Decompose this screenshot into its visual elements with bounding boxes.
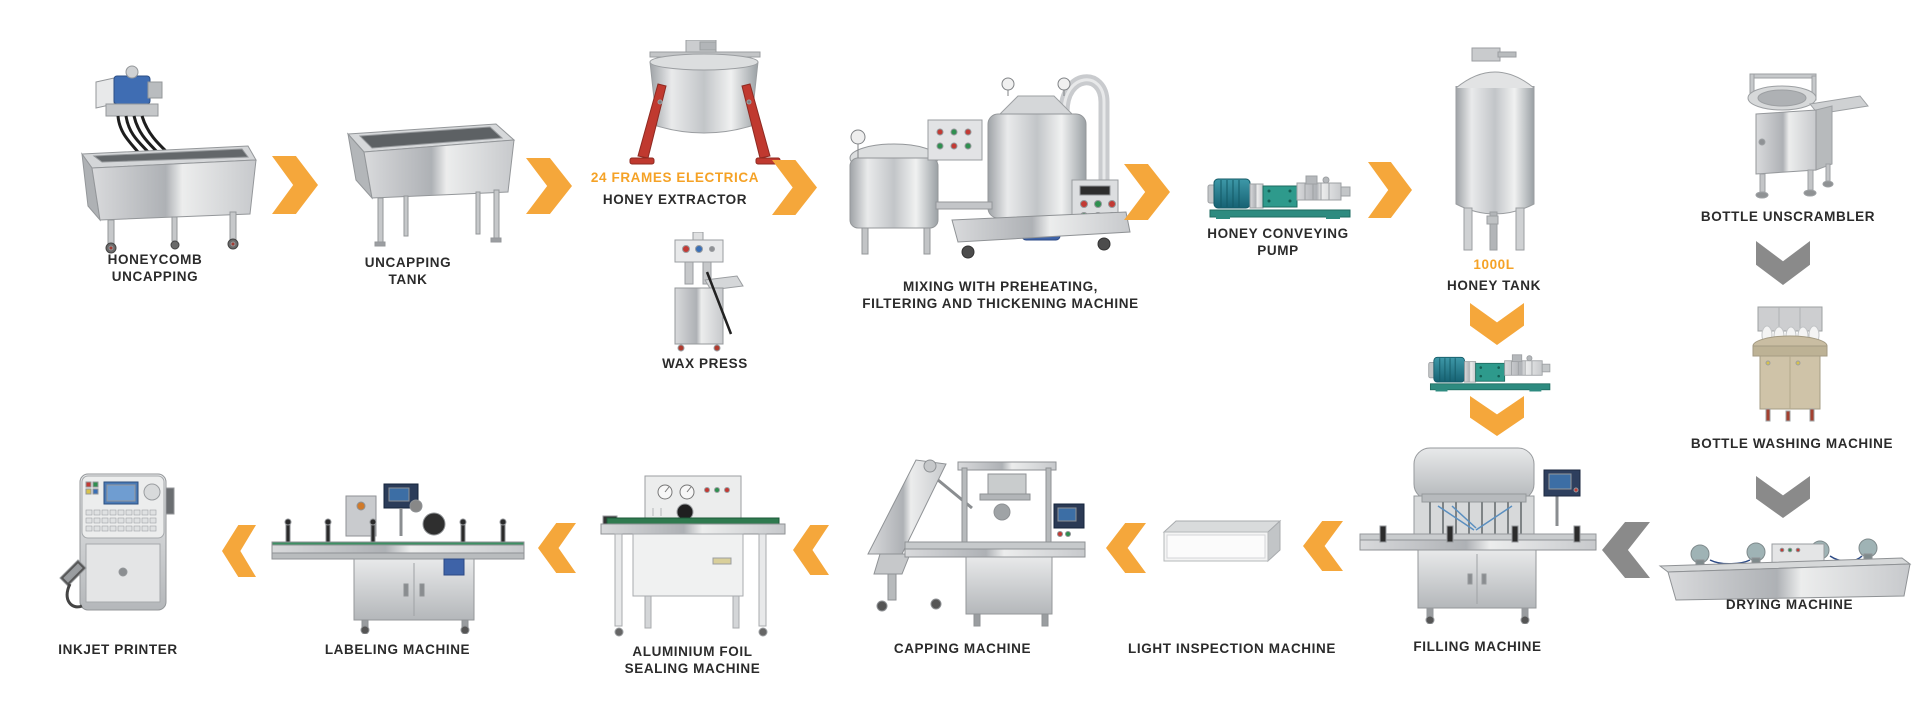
label-line: UNCAPPING: [111, 269, 199, 284]
drying-machine-label: DRYING MACHINE: [1672, 596, 1907, 613]
inkjet-printer-illustration: [59, 473, 175, 611]
label-line: BOTTLE WASHING MACHINE: [1690, 436, 1894, 451]
uncapping-tank-illustration: [346, 123, 516, 247]
label-line-highlight: 24 FRAMES ELECTRICA: [590, 170, 760, 185]
light-inspection-machine-label: LIGHT INSPECTION MACHINE: [1112, 640, 1352, 657]
flow-arrow-down-2: [1470, 396, 1524, 436]
label-line: LABELING MACHINE: [324, 642, 471, 657]
aluminium-foil-sealing-machine-illustration: [600, 475, 786, 637]
labeling-machine-illustration: [271, 483, 525, 634]
label-line: HONEY CONVEYING: [1207, 226, 1349, 241]
drying-machine-illustration: [1658, 538, 1912, 601]
honey-extractor-illustration: [629, 40, 781, 165]
honey-tank-label: HONEY TANK: [1414, 277, 1574, 294]
label-line: PUMP: [1257, 243, 1299, 258]
label-line: HONEY EXTRACTOR: [602, 192, 748, 207]
flow-arrow-left-5: [222, 525, 256, 577]
capping-machine-label: CAPPING MACHINE: [845, 640, 1080, 657]
flow-arrow-left-gray-1: [1602, 522, 1650, 578]
flow-arrow-down-gray-1: [1756, 241, 1810, 285]
mixing-machine-illustration: [849, 74, 1131, 259]
label-line: WAX PRESS: [662, 356, 748, 371]
label-line: CAPPING MACHINE: [893, 641, 1032, 656]
flow-arrow-left-1: [1303, 521, 1343, 571]
uncapping-tank-machine: [338, 98, 528, 250]
flow-arrow-right-5: [1368, 162, 1412, 218]
label-line: HONEYCOMB: [107, 252, 203, 267]
honey-extractor-highlight-label: 24 FRAMES ELECTRICA: [575, 169, 775, 186]
label-line: FILTERING AND THICKENING MACHINE: [862, 296, 1139, 311]
bottle-washing-machine-illustration: [1752, 306, 1828, 422]
label-line: LIGHT INSPECTION MACHINE: [1128, 641, 1336, 656]
filling-machine-illustration: [1359, 447, 1597, 624]
transfer-pump-illustration: [1428, 354, 1551, 392]
mixing-machine-label: MIXING WITH PREHEATING, FILTERING AND TH…: [828, 278, 1173, 312]
filling-machine-label: FILLING MACHINE: [1360, 638, 1595, 655]
labeling-machine-label: LABELING MACHINE: [280, 641, 515, 658]
flow-arrow-left-3: [793, 525, 829, 575]
inkjet-printer-label: INKJET PRINTER: [28, 641, 208, 658]
honey-conveying-pump-label: HONEY CONVEYING PUMP: [1188, 225, 1368, 259]
wax-press-machine: [645, 232, 757, 358]
honey-conveying-pump-illustration: [1207, 175, 1351, 220]
label-line: ALUMINIUM FOIL: [632, 644, 753, 659]
bottle-washing-machine-label: BOTTLE WASHING MACHINE: [1662, 435, 1920, 452]
flow-arrow-down-gray-2: [1756, 476, 1810, 518]
filling-machine: [1352, 446, 1604, 624]
label-line: UNCAPPING: [364, 255, 452, 270]
honey-extractor-label: HONEY EXTRACTOR: [575, 191, 775, 208]
honeycomb-uncapping-machine: [52, 62, 270, 254]
label-line: SEALING MACHINE: [624, 661, 761, 676]
honey-tank-illustration: [1455, 47, 1535, 251]
flow-arrow-right-1: [272, 156, 318, 214]
inkjet-printer-machine: [52, 460, 190, 632]
label-line: INKJET PRINTER: [58, 642, 178, 657]
light-inspection-machine: [1150, 516, 1295, 576]
mixing-machine: [832, 62, 1134, 264]
bottle-unscrambler-illustration: [1747, 73, 1869, 199]
flow-arrow-down-1: [1470, 303, 1524, 345]
aluminium-foil-sealing-machine: [593, 460, 795, 642]
light-inspection-machine-illustration: [1162, 519, 1282, 563]
transfer-pump-machine: [1427, 349, 1555, 393]
label-line-highlight: 1000L: [1473, 257, 1515, 272]
label-line: TANK: [388, 272, 428, 287]
uncapping-tank-label: UNCAPPING TANK: [318, 254, 498, 288]
bottle-washing-machine: [1742, 303, 1842, 429]
honeycomb-uncapping-label: HONEYCOMB UNCAPPING: [55, 251, 255, 285]
honey-tank-machine: [1442, 46, 1548, 258]
bottle-unscrambler-machine: [1732, 66, 1870, 204]
label-line: MIXING WITH PREHEATING,: [902, 279, 1099, 294]
label-line: FILLING MACHINE: [1413, 639, 1542, 654]
label-line: BOTTLE UNSCRAMBLER: [1700, 209, 1876, 224]
labeling-machine: [266, 466, 534, 634]
label-line: HONEY TANK: [1446, 278, 1541, 293]
capping-machine: [850, 446, 1092, 638]
bottle-unscrambler-label: BOTTLE UNSCRAMBLER: [1668, 208, 1908, 225]
honey-conveying-pump-machine: [1206, 170, 1356, 220]
label-line: DRYING MACHINE: [1725, 597, 1854, 612]
honeycomb-uncapping-illustration: [81, 65, 257, 254]
flow-arrow-right-2: [526, 158, 572, 214]
flow-arrow-left-4: [538, 523, 576, 573]
honey-extractor-machine: [622, 40, 787, 168]
flow-arrow-left-2: [1106, 523, 1146, 573]
honey-tank-capacity-label: 1000L: [1434, 256, 1554, 273]
wax-press-illustration: [674, 232, 744, 352]
drying-machine: [1652, 536, 1920, 604]
flow-arrow-right-3: [772, 160, 817, 215]
aluminium-foil-sealing-machine-label: ALUMINIUM FOIL SEALING MACHINE: [590, 643, 795, 677]
capping-machine-illustration: [867, 459, 1086, 627]
wax-press-label: WAX PRESS: [625, 355, 785, 372]
